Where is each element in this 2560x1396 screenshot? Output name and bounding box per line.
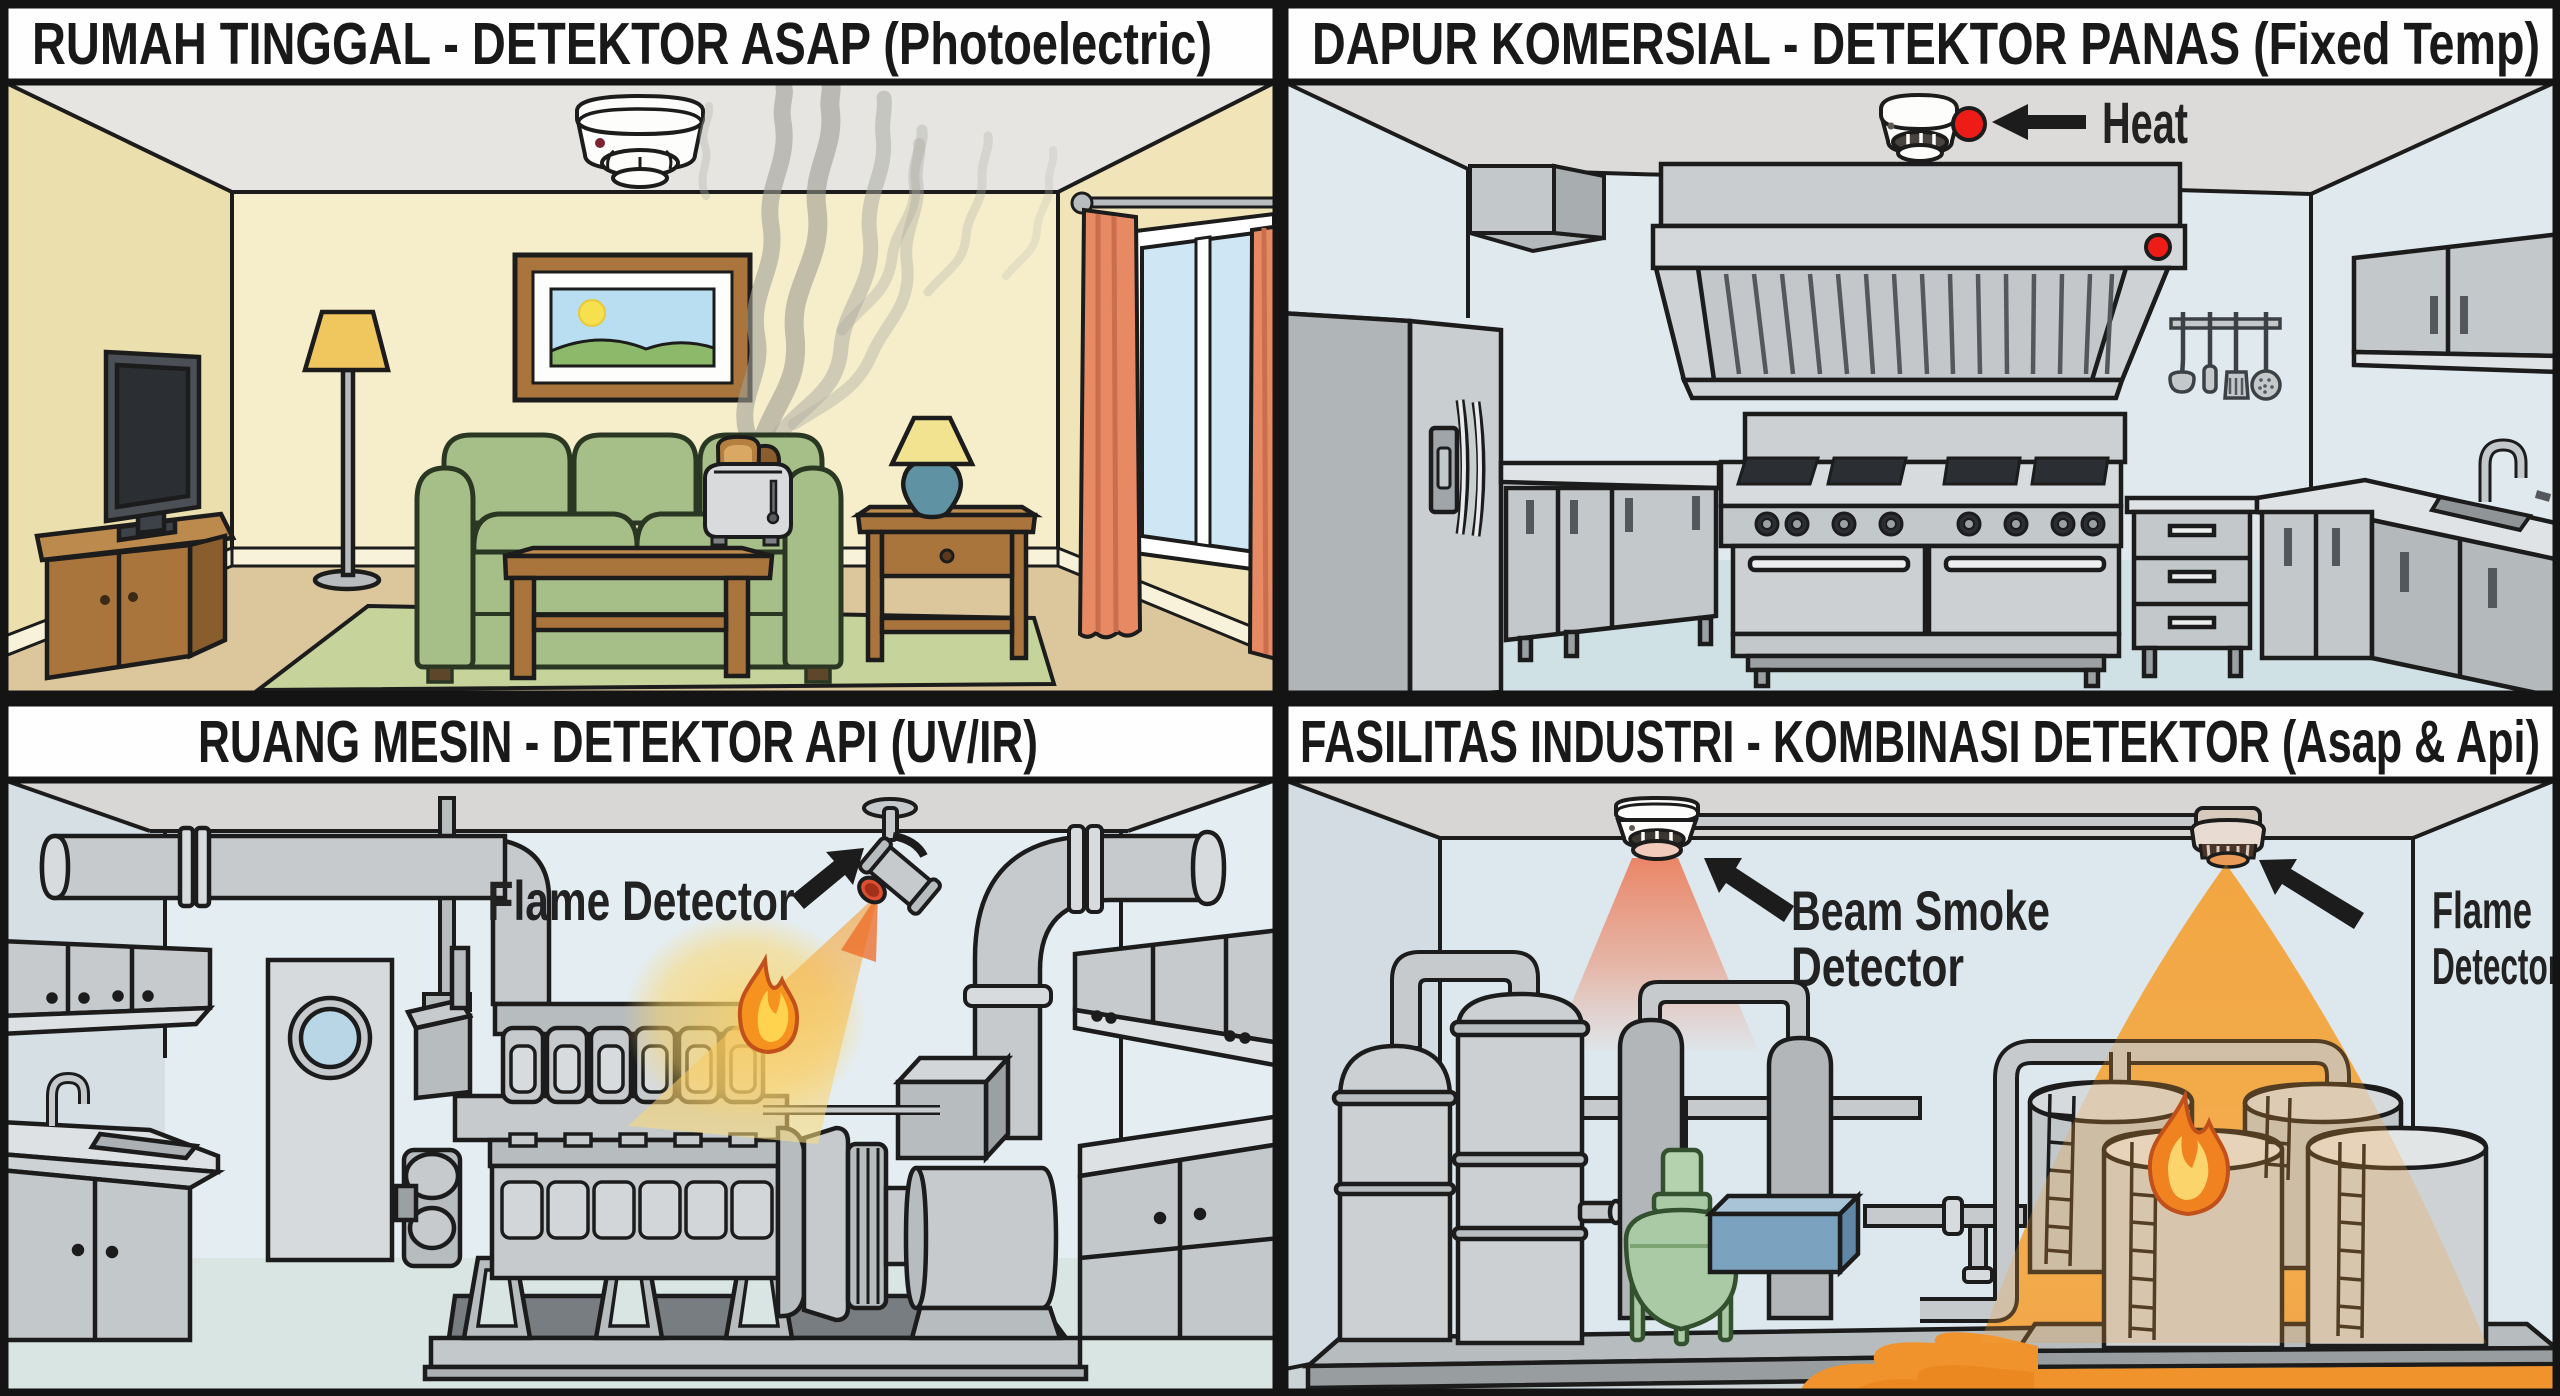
svg-text:Flame Detector: Flame Detector [488, 869, 795, 932]
svg-text:Beam Smoke: Beam Smoke [1791, 879, 2050, 942]
svg-text:RUANG MESIN - DETEKTOR API (UV: RUANG MESIN - DETEKTOR API (UV/IR) [198, 709, 1038, 775]
svg-text:RUMAH TINGGAL - DETEKTOR ASAP: RUMAH TINGGAL - DETEKTOR ASAP (Photoelec… [32, 11, 1212, 77]
svg-text:DAPUR KOMERSIAL - DETEKTOR PAN: DAPUR KOMERSIAL - DETEKTOR PANAS (Fixed … [1312, 11, 2540, 77]
svg-text:Flame: Flame [2432, 882, 2532, 940]
svg-text:Detector: Detector [2432, 938, 2560, 996]
svg-text:FASILITAS INDUSTRI - KOMBINASI: FASILITAS INDUSTRI - KOMBINASI DETEKTOR … [1300, 709, 2540, 775]
svg-text:Detector: Detector [1791, 935, 1964, 998]
svg-text:Heat: Heat [2102, 91, 2188, 156]
